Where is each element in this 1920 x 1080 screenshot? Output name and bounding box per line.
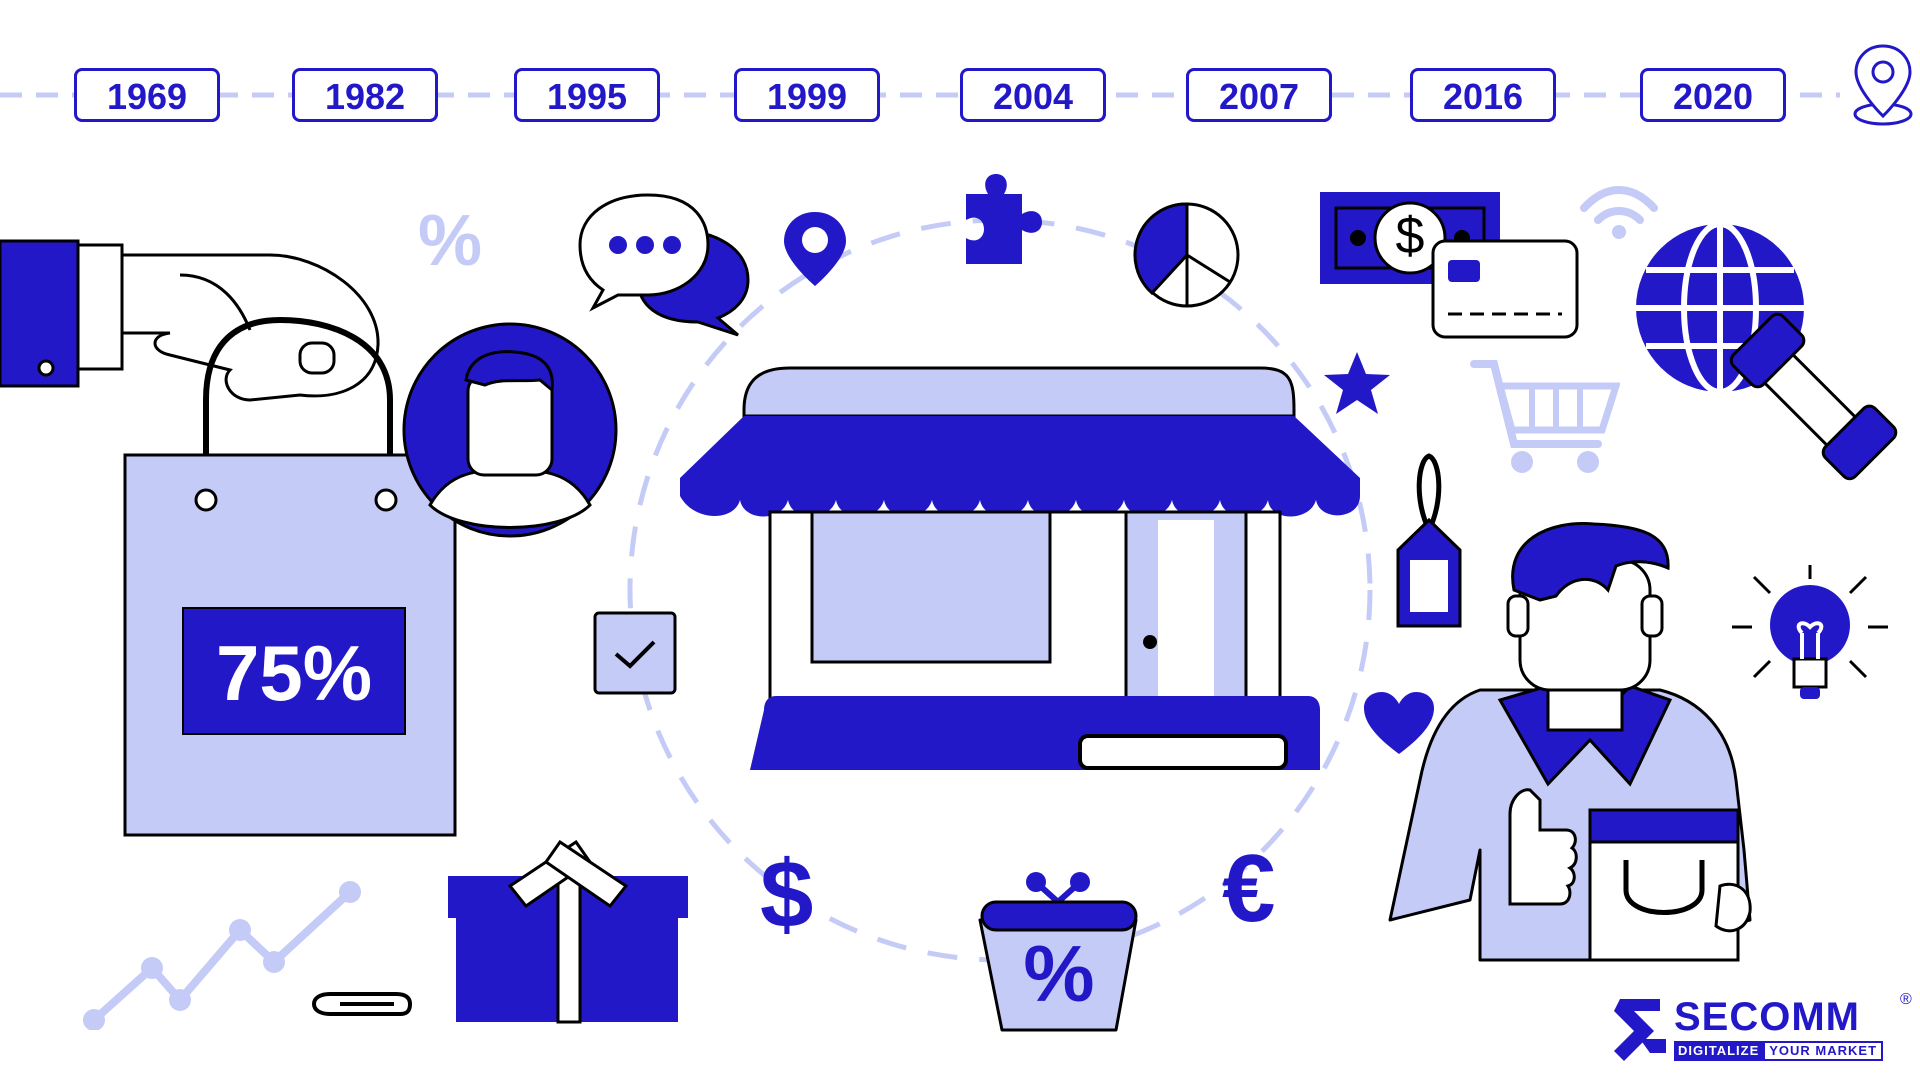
- year-tag: 2016: [1410, 68, 1556, 122]
- avatar: [402, 322, 618, 538]
- paperclip-icon: [311, 992, 413, 1016]
- price-tag-icon: [1396, 453, 1462, 628]
- brand-name: SECOMM: [1674, 995, 1860, 1039]
- year-tag: 1982: [292, 68, 438, 122]
- year-tag: 2020: [1640, 68, 1786, 122]
- year-tag: 1969: [74, 68, 220, 122]
- location-pin-icon: [784, 212, 846, 286]
- brand-tagline: DIGITALIZE YOUR MARKET: [1674, 1041, 1884, 1061]
- year-tag: 2004: [960, 68, 1106, 122]
- chat-bubbles-icon: [578, 193, 750, 337]
- wifi-icon: [1580, 186, 1658, 239]
- year-tag: 1999: [734, 68, 880, 122]
- map-pin-icon: [1853, 44, 1913, 126]
- hand-illustration: [0, 239, 380, 402]
- percent-icon: %: [418, 201, 483, 281]
- man-illustration: [1388, 522, 1752, 962]
- bag-discount-label: 75%: [215, 629, 373, 717]
- purse-icon: [978, 872, 1138, 1032]
- credit-card-icon: [1431, 239, 1579, 339]
- pie-chart-icon: [1133, 202, 1240, 308]
- gift-icon: [448, 840, 688, 1024]
- euro-icon: €: [1222, 835, 1276, 942]
- puzzle-icon: [966, 174, 1042, 264]
- phone-icon: [1729, 312, 1898, 481]
- year-tag: 2007: [1186, 68, 1332, 122]
- timeline-line: [0, 92, 1840, 98]
- star-icon: [1324, 352, 1390, 414]
- store-illustration: [680, 366, 1360, 770]
- year-tag: 1995: [514, 68, 660, 122]
- purse-percent-label: %: [1023, 929, 1095, 1018]
- dollar-icon: $: [760, 841, 814, 948]
- tagline-part2: YOUR MARKET: [1763, 1041, 1884, 1061]
- heart-icon: [1364, 692, 1434, 754]
- secomm-logo-icon: [1614, 999, 1666, 1061]
- bill-dollar-symbol: $: [1395, 207, 1425, 265]
- shopping-cart-icon: [1470, 360, 1620, 473]
- registered-mark: ®: [1900, 991, 1912, 1008]
- shopping-bag: [123, 316, 457, 837]
- tagline-part1: DIGITALIZE: [1674, 1041, 1764, 1061]
- brand-logo: SECOMM ® DIGITALIZE YOUR MARKET: [1610, 991, 1912, 1065]
- lightbulb-icon: [1732, 565, 1888, 699]
- trend-line-icon: [83, 881, 361, 1030]
- checkbox-icon: [593, 611, 677, 695]
